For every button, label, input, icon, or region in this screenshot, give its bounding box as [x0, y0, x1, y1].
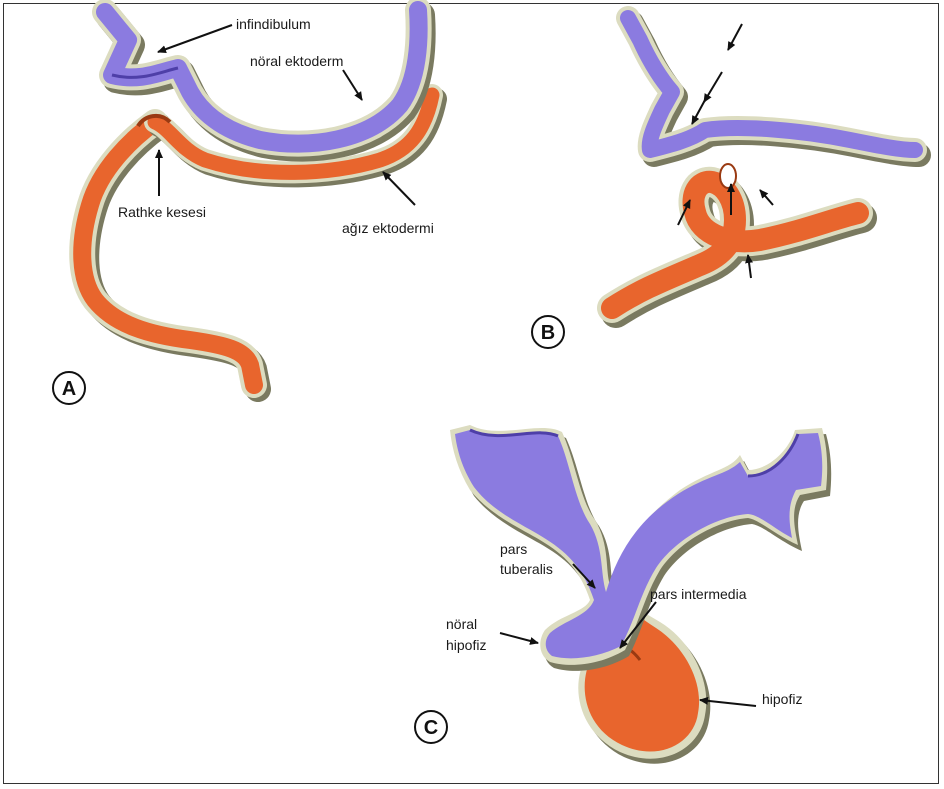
neural-ectoderm-arrow — [343, 70, 362, 100]
panel-a-letter: A — [62, 378, 76, 400]
panel-b-neural-layer — [628, 18, 919, 155]
panel-a: infindibulum nöral ektoderm Rathke keses… — [53, 10, 436, 404]
oral-ectoderm-arrow — [383, 172, 415, 205]
panel-b-arrow-6 — [760, 190, 773, 205]
panel-b-oral-layer — [612, 164, 862, 313]
panel-b-arrow-1 — [728, 24, 742, 50]
label-pars-tuberalis-line2: tuberalis — [500, 561, 553, 577]
panel-b-arrow-2 — [704, 72, 722, 102]
label-pars-tuberalis-line1: pars — [500, 541, 527, 557]
label-neural-hypophysis-line2: hipofiz — [446, 637, 486, 653]
label-oral-ectoderm: ağız ektodermi — [342, 220, 434, 236]
label-rathke-pouch: Rathke kesesi — [118, 204, 206, 220]
label-neural-hypophysis-line1: nöral — [446, 616, 477, 632]
panel-b-letter: B — [541, 322, 555, 344]
infundibulum-arrow — [158, 25, 232, 52]
label-neural-ectoderm: nöral ektoderm — [250, 53, 343, 69]
label-infundibulum: infindibulum — [236, 16, 311, 32]
panel-b: B — [532, 18, 919, 348]
neural-hypophysis-arrow — [500, 633, 538, 643]
panel-c: pars tuberalis pars intermedia nöral hip… — [415, 425, 831, 764]
panel-c-letter: C — [424, 717, 438, 739]
label-pars-intermedia: pars intermedia — [650, 586, 747, 602]
label-hypophysis: hipofiz — [762, 691, 802, 707]
